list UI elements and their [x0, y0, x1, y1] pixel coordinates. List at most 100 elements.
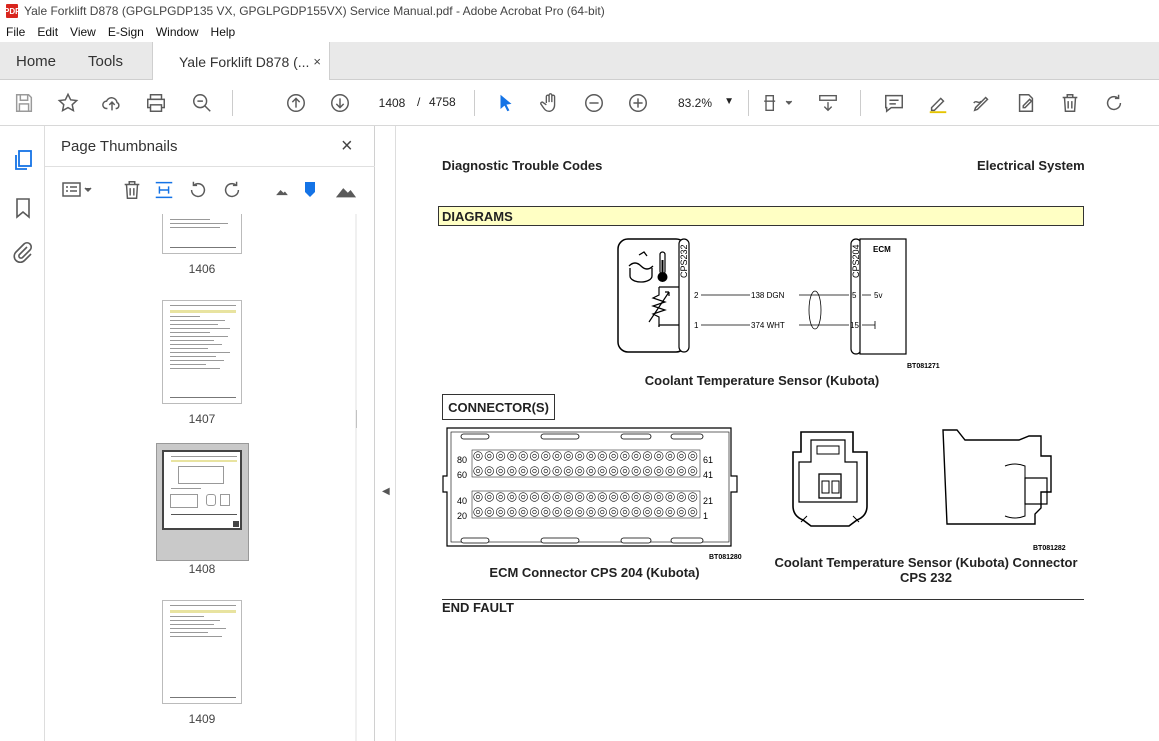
menu-edit[interactable]: Edit	[37, 25, 59, 39]
page-header-right: Electrical System	[977, 158, 1085, 173]
thumbnail-page[interactable]	[162, 300, 242, 404]
sensor-connector-caption: Coolant Temperature Sensor (Kubota) Conn…	[767, 555, 1085, 585]
connector-pin-hole	[645, 509, 650, 515]
page-number-input[interactable]: 1408	[371, 92, 413, 114]
star-icon[interactable]	[56, 91, 80, 115]
panel-close-icon[interactable]: ×	[341, 135, 353, 157]
tab-home[interactable]: Home	[16, 52, 57, 70]
highlight-pen-icon[interactable]	[926, 91, 950, 115]
wire-374-wht-label: 374 WHT	[751, 321, 785, 330]
thumbnail-delete-icon[interactable]	[121, 179, 143, 201]
extract-pages-icon[interactable]	[153, 179, 175, 201]
zoom-in-icon[interactable]	[626, 91, 650, 115]
connector-slot	[620, 433, 652, 440]
page-header-left: Diagnostic Trouble Codes	[442, 158, 603, 173]
tab-tools[interactable]: Tools	[88, 52, 124, 70]
scrollbar-thumb[interactable]	[356, 410, 357, 428]
zoom-out-icon[interactable]	[582, 91, 606, 115]
end-divider	[442, 599, 1084, 600]
bookmark-icon[interactable]	[11, 196, 35, 220]
page-thumbnails-icon[interactable]	[11, 148, 35, 172]
connector-pin-hole	[679, 494, 684, 500]
tab-close-icon[interactable]: ×	[313, 54, 321, 69]
thumbnail-size-small-icon[interactable]	[271, 179, 293, 201]
menu-help[interactable]: Help	[210, 25, 236, 39]
connector-pin-hole	[554, 509, 560, 515]
draw-icon[interactable]	[970, 91, 994, 115]
connector-pin-hole	[543, 468, 548, 474]
wire-138-dgn-label: 138 DGN	[751, 291, 785, 300]
panel-collapse-handle[interactable]: ◀	[376, 126, 396, 741]
rotate-counterclockwise-icon[interactable]	[187, 179, 209, 201]
ecm-connector-drawing: 80 60 40 20 61 41 21 1 BT081280	[442, 427, 742, 561]
fit-page-icon[interactable]	[760, 91, 794, 115]
rotate-clockwise-icon[interactable]	[221, 179, 243, 201]
connectors-heading: CONNECTOR(S)	[442, 394, 555, 420]
select-cursor-icon[interactable]	[494, 91, 518, 115]
thumbnail-scrollbar[interactable]: ▲	[355, 214, 357, 741]
connector-pin-hole	[656, 509, 661, 515]
hand-tool-icon[interactable]	[538, 91, 562, 115]
scroll-mode-icon[interactable]	[816, 91, 840, 115]
zoom-level-select[interactable]: 83.2% ▼	[672, 92, 740, 114]
connector-slot	[620, 537, 652, 544]
zoom-level-value: 83.2%	[678, 96, 713, 110]
menu-window[interactable]: Window	[155, 25, 199, 39]
sensor-connector-caption-line1: Coolant Temperature Sensor (Kubota) Conn…	[774, 555, 1078, 570]
comment-icon[interactable]	[882, 91, 906, 115]
thumbnail-label: 1406	[188, 262, 216, 276]
connector-pin-hole	[690, 453, 695, 459]
connector-pin-hole	[577, 494, 582, 500]
connector-pin-hole	[611, 509, 616, 515]
pin-row-frame	[471, 449, 701, 478]
connector-pin-hole	[577, 509, 582, 515]
menu-file[interactable]: File	[6, 25, 26, 39]
thumbnail-size-slider[interactable]	[303, 179, 317, 201]
acrobat-app-icon: PDF	[4, 4, 20, 18]
connector-pin-hole	[554, 494, 560, 500]
zoom-search-icon[interactable]	[190, 91, 214, 115]
row-label-41: 41	[703, 470, 713, 480]
coolant-temperature-icon	[628, 251, 668, 283]
tab-document[interactable]: Yale Forklift D878 (... ×	[152, 42, 330, 81]
connector-pin-hole	[611, 468, 616, 474]
print-icon[interactable]	[144, 91, 168, 115]
thumbnail-size-large-icon[interactable]	[335, 179, 357, 201]
connector-pin-hole	[475, 453, 481, 459]
delete-trash-icon[interactable]	[1058, 91, 1082, 115]
rotate-icon[interactable]	[1102, 91, 1126, 115]
connector-pin-hole	[679, 509, 684, 515]
menu-view[interactable]: View	[70, 25, 96, 39]
thumbnail-page[interactable]	[162, 600, 242, 704]
save-icon[interactable]	[12, 91, 36, 115]
edit-pdf-icon[interactable]	[1014, 91, 1038, 115]
panel-title: Page Thumbnails	[61, 138, 178, 155]
connector-pin-hole	[645, 453, 650, 459]
attachment-icon[interactable]	[11, 240, 35, 264]
connector-pin-hole	[487, 453, 492, 459]
wiring-diagram: CPS232 2 1 138 DGN 374 WHT CPS204 ECM 5 …	[617, 238, 940, 370]
connector-pin-hole	[532, 509, 537, 515]
thumbnail-page-selected[interactable]	[162, 450, 242, 530]
thumbnail-options-icon[interactable]	[61, 179, 95, 201]
connector-pin-hole	[588, 453, 594, 459]
diagram-caption: Coolant Temperature Sensor (Kubota)	[644, 373, 880, 388]
connector-pin-hole	[554, 453, 560, 459]
sensor-connector-ref: BT081282	[1033, 545, 1066, 552]
thumbnail-page[interactable]	[162, 214, 242, 254]
upload-cloud-icon[interactable]	[100, 91, 124, 115]
connector-pin-hole	[622, 468, 627, 474]
connector-pin-hole	[498, 468, 503, 474]
connector-pin-hole	[634, 468, 639, 474]
connector-pin-hole	[532, 453, 537, 459]
window-title: Yale Forklift D878 (GPGLPGDP135 VX, GPGL…	[24, 4, 605, 18]
page-separator: /	[417, 95, 421, 109]
thumbnail-label: 1407	[188, 412, 216, 426]
next-page-icon[interactable]	[328, 91, 352, 115]
connector-pin-hole	[668, 468, 673, 474]
menu-esign[interactable]: E-Sign	[107, 25, 144, 39]
sensor-connector-caption-line2: CPS 232	[899, 570, 953, 585]
row-label-1: 1	[703, 511, 708, 521]
connector-slot	[460, 433, 490, 440]
previous-page-icon[interactable]	[284, 91, 308, 115]
